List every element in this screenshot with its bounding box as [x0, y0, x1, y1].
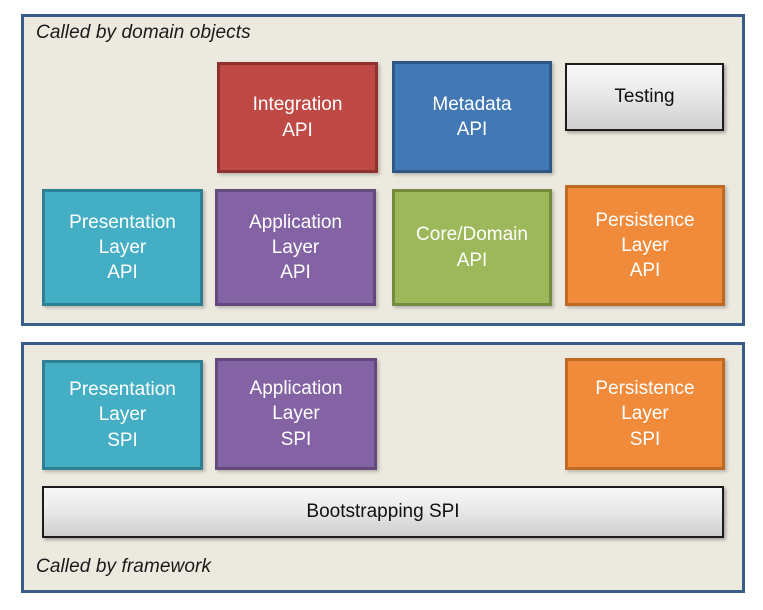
persistence-layer-api-box[interactable]: Persistence Layer API	[565, 185, 725, 306]
presentation-layer-spi-label-line2: Layer	[98, 404, 147, 426]
metadata-api-box[interactable]: Metadata API	[392, 61, 552, 173]
core-domain-api-label-line1: Core/Domain	[416, 224, 528, 246]
application-layer-spi-label-line2: Layer	[272, 403, 320, 425]
api-panel-caption: Called by domain objects	[36, 22, 251, 43]
application-layer-api-label-line3: API	[280, 262, 311, 284]
bootstrapping-spi-box[interactable]: Bootstrapping SPI	[42, 486, 724, 538]
presentation-layer-spi-box[interactable]: Presentation Layer SPI	[42, 360, 203, 470]
persistence-layer-spi-label-line3: SPI	[629, 428, 661, 450]
application-layer-api-box[interactable]: Application Layer API	[215, 189, 376, 306]
persistence-layer-spi-label-line2: Layer	[621, 403, 669, 425]
persistence-layer-spi-label-line1: Persistence	[595, 378, 695, 400]
metadata-api-label-line1: Metadata	[432, 93, 512, 115]
persistence-layer-api-label-line2: Layer	[621, 234, 669, 256]
presentation-layer-api-label-line1: Presentation	[69, 211, 176, 233]
persistence-layer-api-label-line1: Persistence	[595, 209, 695, 231]
metadata-api-label-line2: API	[456, 119, 488, 140]
application-layer-api-label-line1: Application	[249, 211, 342, 233]
core-domain-api-label-line2: API	[456, 249, 488, 271]
presentation-layer-api-label-line3: API	[107, 262, 138, 284]
application-layer-spi-label-line3: SPI	[280, 428, 312, 450]
integration-api-label-line1: Integration	[252, 94, 343, 116]
presentation-layer-api-box[interactable]: Presentation Layer API	[42, 189, 203, 306]
presentation-layer-spi-label-line1: Presentation	[69, 379, 176, 401]
presentation-layer-spi-label-line3: SPI	[107, 429, 138, 451]
persistence-layer-api-label-line3: API	[629, 260, 661, 282]
presentation-layer-api-label-line2: Layer	[98, 236, 147, 258]
testing-box[interactable]: Testing	[565, 63, 724, 131]
integration-api-box[interactable]: Integration API	[217, 62, 378, 173]
core-domain-api-box[interactable]: Core/Domain API	[392, 189, 552, 306]
persistence-layer-spi-box[interactable]: Persistence Layer SPI	[565, 358, 725, 470]
bootstrapping-spi-label: Bootstrapping SPI	[306, 501, 460, 522]
integration-api-label-line2: API	[282, 119, 313, 141]
testing-label: Testing	[614, 86, 675, 107]
application-layer-spi-label-line1: Application	[249, 378, 343, 400]
application-layer-api-label-line2: Layer	[271, 236, 320, 258]
spi-panel-caption: Called by framework	[36, 556, 212, 577]
application-layer-spi-box[interactable]: Application Layer SPI	[215, 358, 377, 470]
